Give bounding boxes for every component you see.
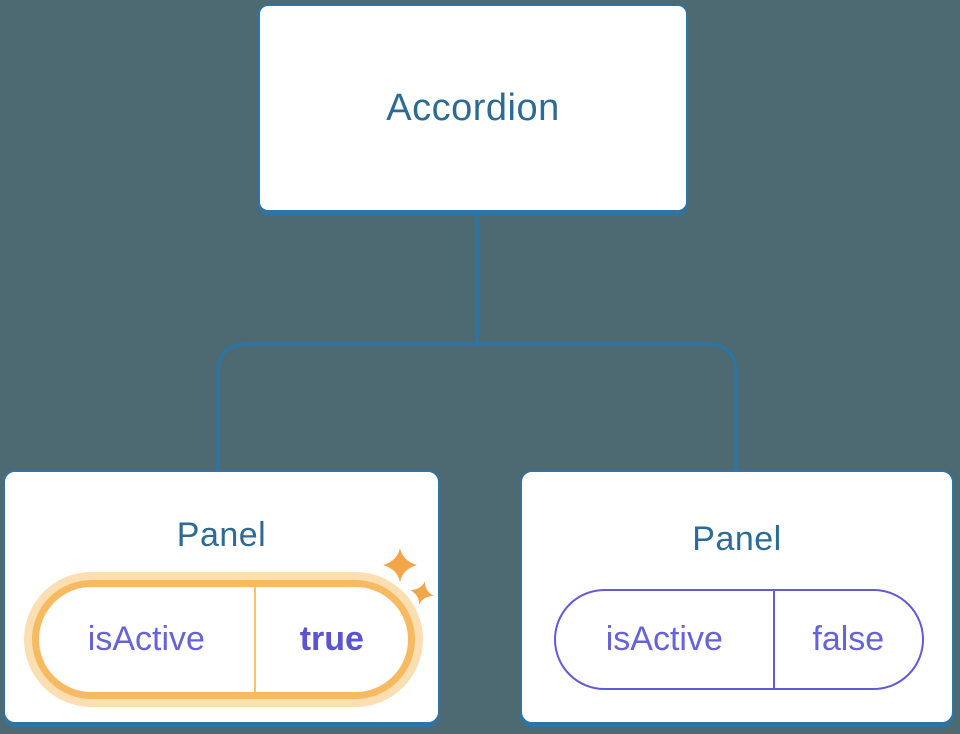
prop-pill-active: isActive true xyxy=(32,580,415,699)
panel-node-label: Panel xyxy=(692,520,782,558)
panel-node-label: Panel xyxy=(176,516,267,554)
accordion-node-label: Accordion xyxy=(386,86,560,129)
prop-name: isActive xyxy=(39,587,256,692)
panel-node-active: Panel isActive true xyxy=(3,470,440,724)
prop-value: false xyxy=(812,620,885,658)
accordion-node: Accordion xyxy=(258,4,688,212)
prop-value: true xyxy=(299,620,364,658)
sparkle-icon xyxy=(410,581,434,605)
panel-node-inactive: Panel isActive false xyxy=(520,470,954,724)
prop-pill-inactive: isActive false xyxy=(554,589,924,690)
prop-name: isActive xyxy=(556,591,775,688)
sparkle-icon xyxy=(383,548,417,582)
